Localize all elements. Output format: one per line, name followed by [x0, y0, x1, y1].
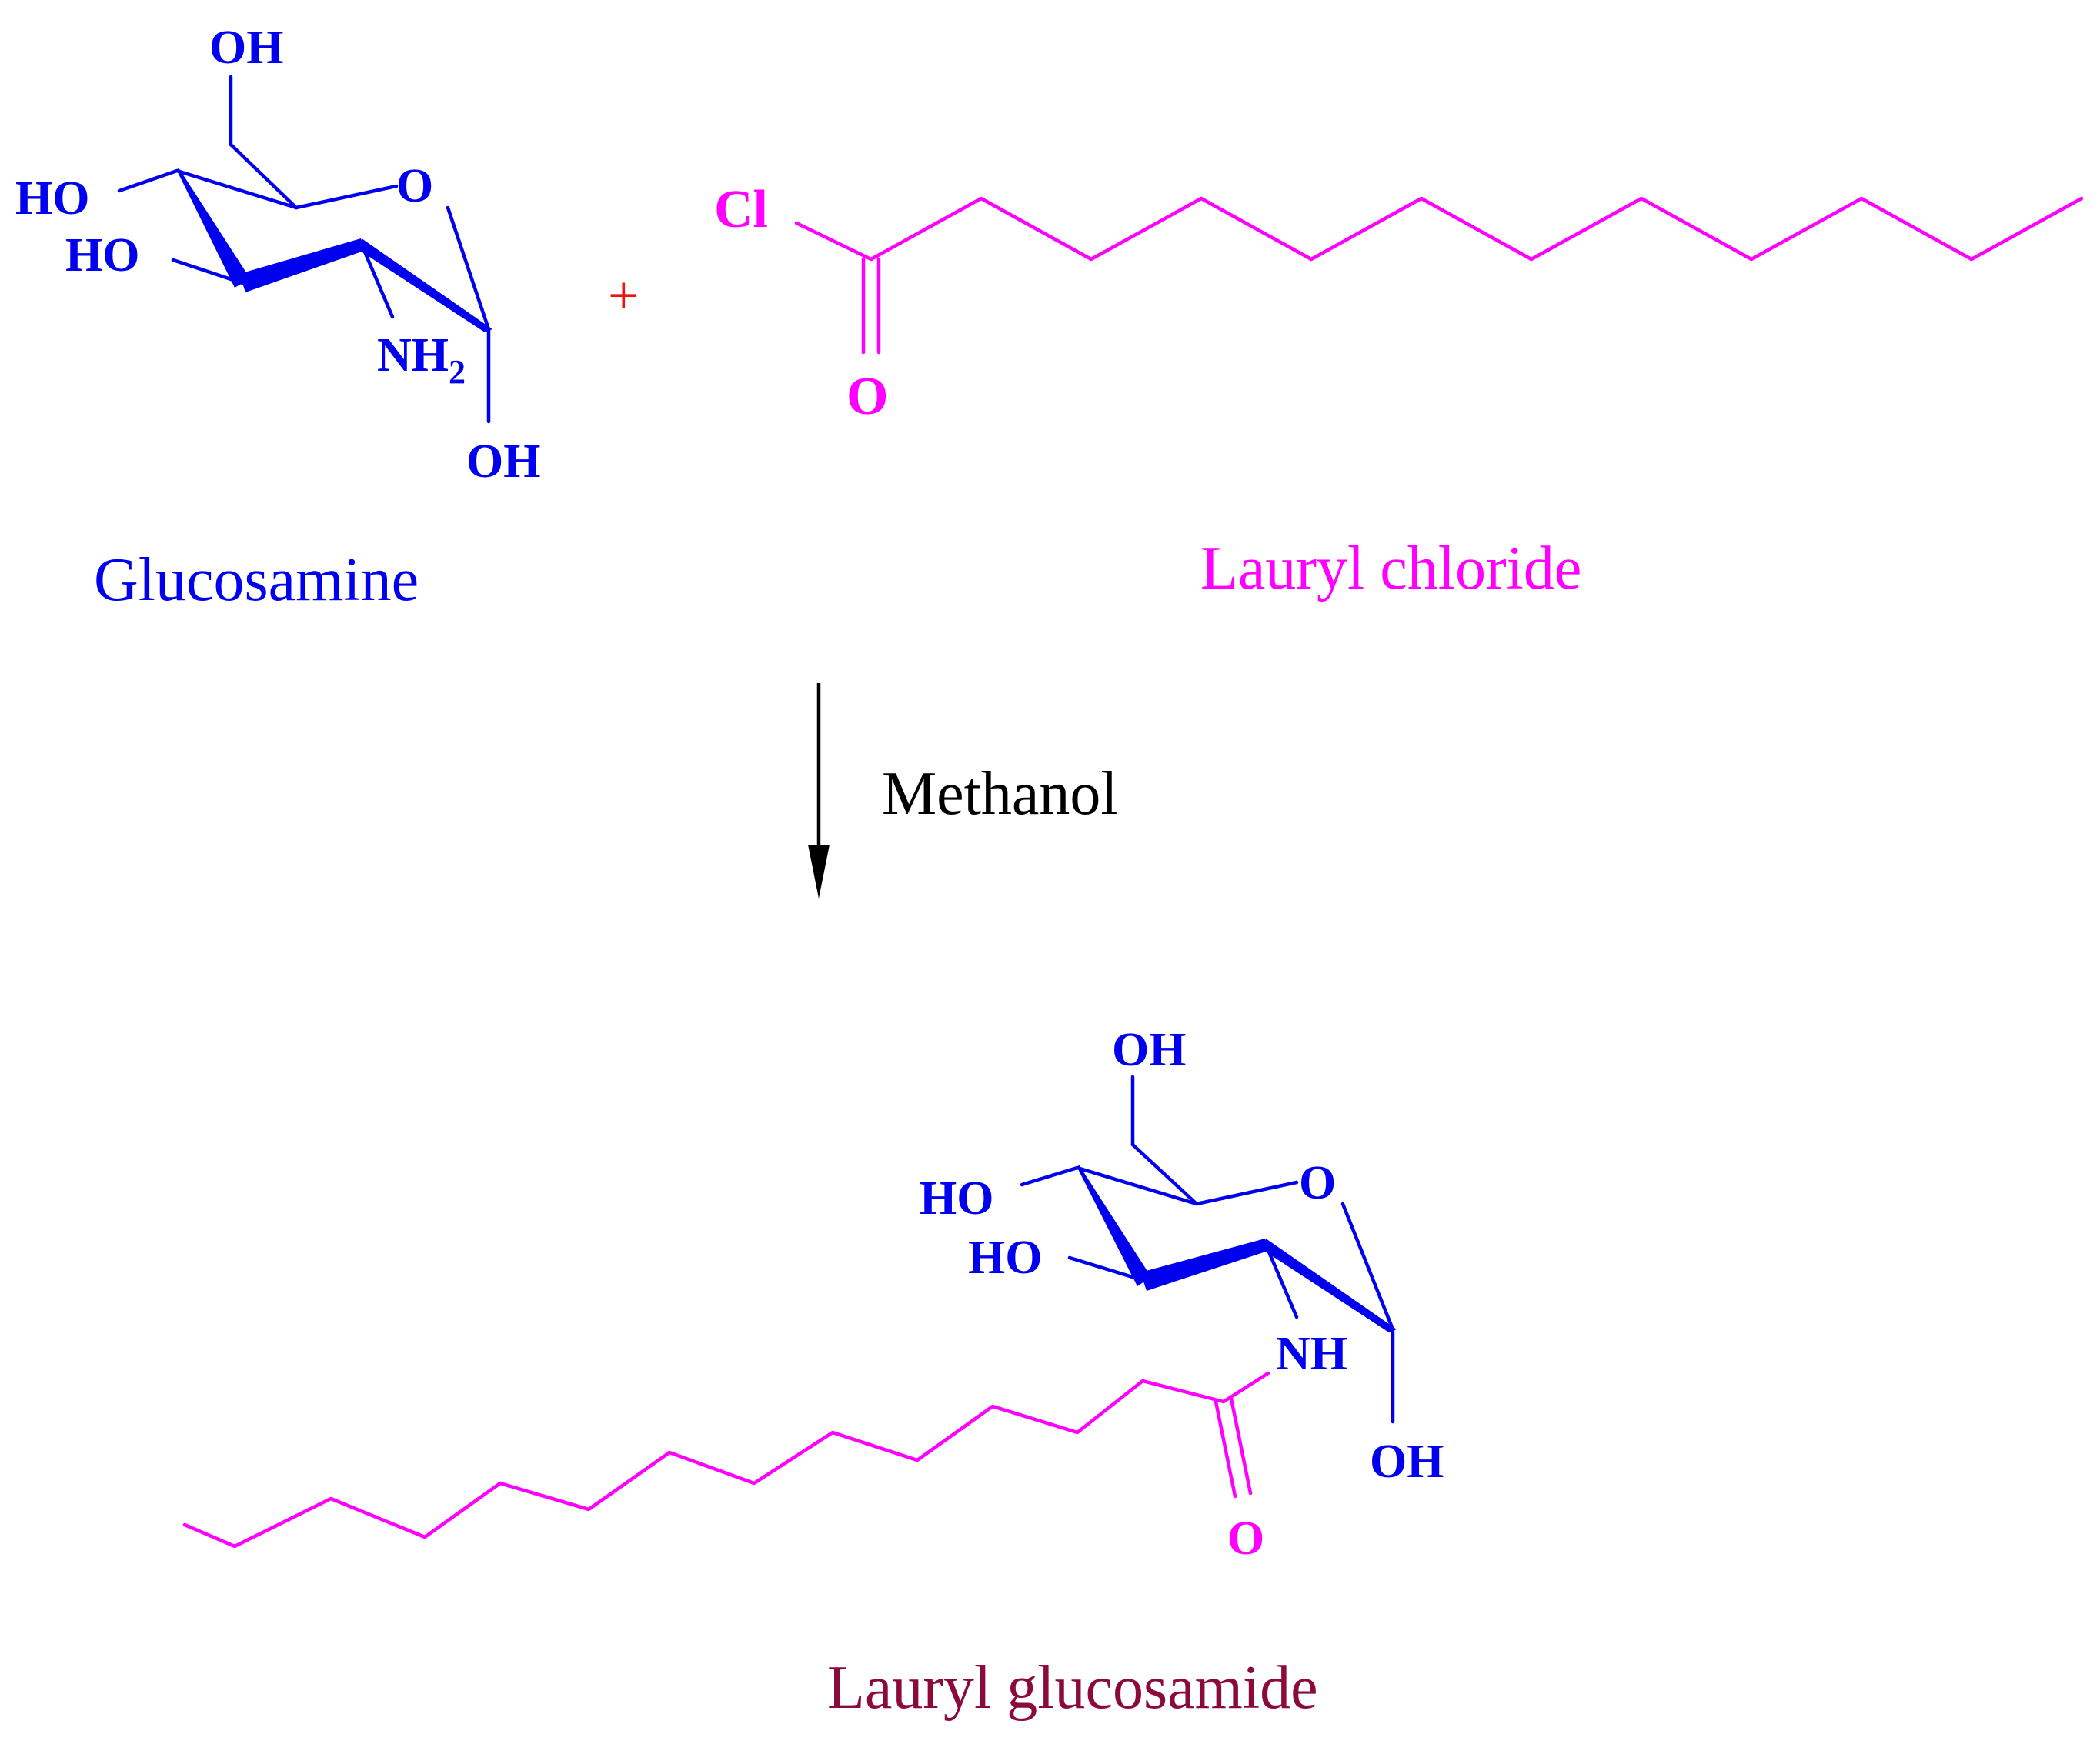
plus-sign: +	[608, 265, 639, 326]
bond-p-o5-c1	[1340, 1202, 1395, 1332]
product-oh-top-label: OH	[1112, 1024, 1186, 1076]
product-lauryl-chain	[182, 1379, 1226, 1549]
glucosamine-ho-c4-label: HO	[15, 172, 89, 225]
glucosamine-bonds	[117, 75, 492, 424]
bond-c2-n	[359, 242, 395, 319]
bond-p-c2-n	[1264, 1242, 1299, 1319]
reagent-label: Methanol	[882, 760, 1118, 828]
arrow-head	[808, 845, 830, 899]
glucosamine-caption: Glucosamine	[94, 546, 419, 614]
product-ho-c4-label: HO	[920, 1172, 993, 1225]
glucosamine-oh-anomeric-label: OH	[466, 435, 540, 488]
glucosamine-ho-c3-label: HO	[65, 229, 139, 282]
reaction-arrow	[808, 683, 830, 899]
bond-p-c5-o5	[1194, 1180, 1299, 1206]
bond-p-c4-c5	[1075, 1165, 1199, 1206]
lauryl-glucosamide-structure: OH HO HO O NH OH O	[182, 1024, 1444, 1565]
lauryl-chloride-caption: Lauryl chloride	[1200, 535, 1581, 602]
lauryl-chain	[869, 196, 2084, 262]
bond-o5-c1	[446, 205, 491, 332]
glucosamine-oh-top-label: OH	[209, 22, 283, 74]
bond-c5-o5	[294, 184, 399, 210]
lauryl-chloride-structure: Cl O	[714, 180, 2084, 426]
wedge-c2-c1	[360, 238, 492, 332]
product-carbonyl-o-label: O	[1227, 1512, 1264, 1565]
bond-carbonyl-o-double-a	[1214, 1399, 1237, 1499]
glucosamine-nh2-label: NH2	[377, 329, 466, 391]
bond-p-c5-c6	[1130, 1142, 1199, 1206]
lauryl-chloride-cl-label: Cl	[714, 180, 768, 239]
bond-p-c4-o4	[1020, 1165, 1080, 1187]
product-caption: Lauryl glucosamide	[827, 1654, 1318, 1722]
bond-c4-o4	[117, 168, 179, 193]
bond-carbonyl-o-double-b	[1229, 1396, 1253, 1496]
bond-cl-c1	[794, 221, 873, 262]
bond-p-c3-o3	[1067, 1255, 1147, 1283]
wedge-p-c3-c2	[1140, 1239, 1268, 1291]
glucosamine-structure: OH HO HO O NH2 OH	[15, 22, 540, 488]
product-ho-c3-label: HO	[968, 1232, 1042, 1284]
wedge-c4-c3	[177, 168, 250, 288]
wedge-p-c2-c1	[1264, 1239, 1397, 1332]
bond-c4-c5	[175, 168, 299, 210]
product-ring-o-label: O	[1299, 1157, 1336, 1209]
wedge-c3-c2	[239, 238, 364, 292]
lauryl-chloride-o-label: O	[846, 367, 888, 426]
wedge-p-c4-c3	[1077, 1165, 1151, 1286]
bond-c5-c6	[229, 142, 299, 210]
product-nh-label: NH	[1276, 1328, 1347, 1380]
product-oh-anomeric-label: OH	[1370, 1436, 1444, 1488]
glucosamine-ring-o-label: O	[396, 160, 433, 212]
